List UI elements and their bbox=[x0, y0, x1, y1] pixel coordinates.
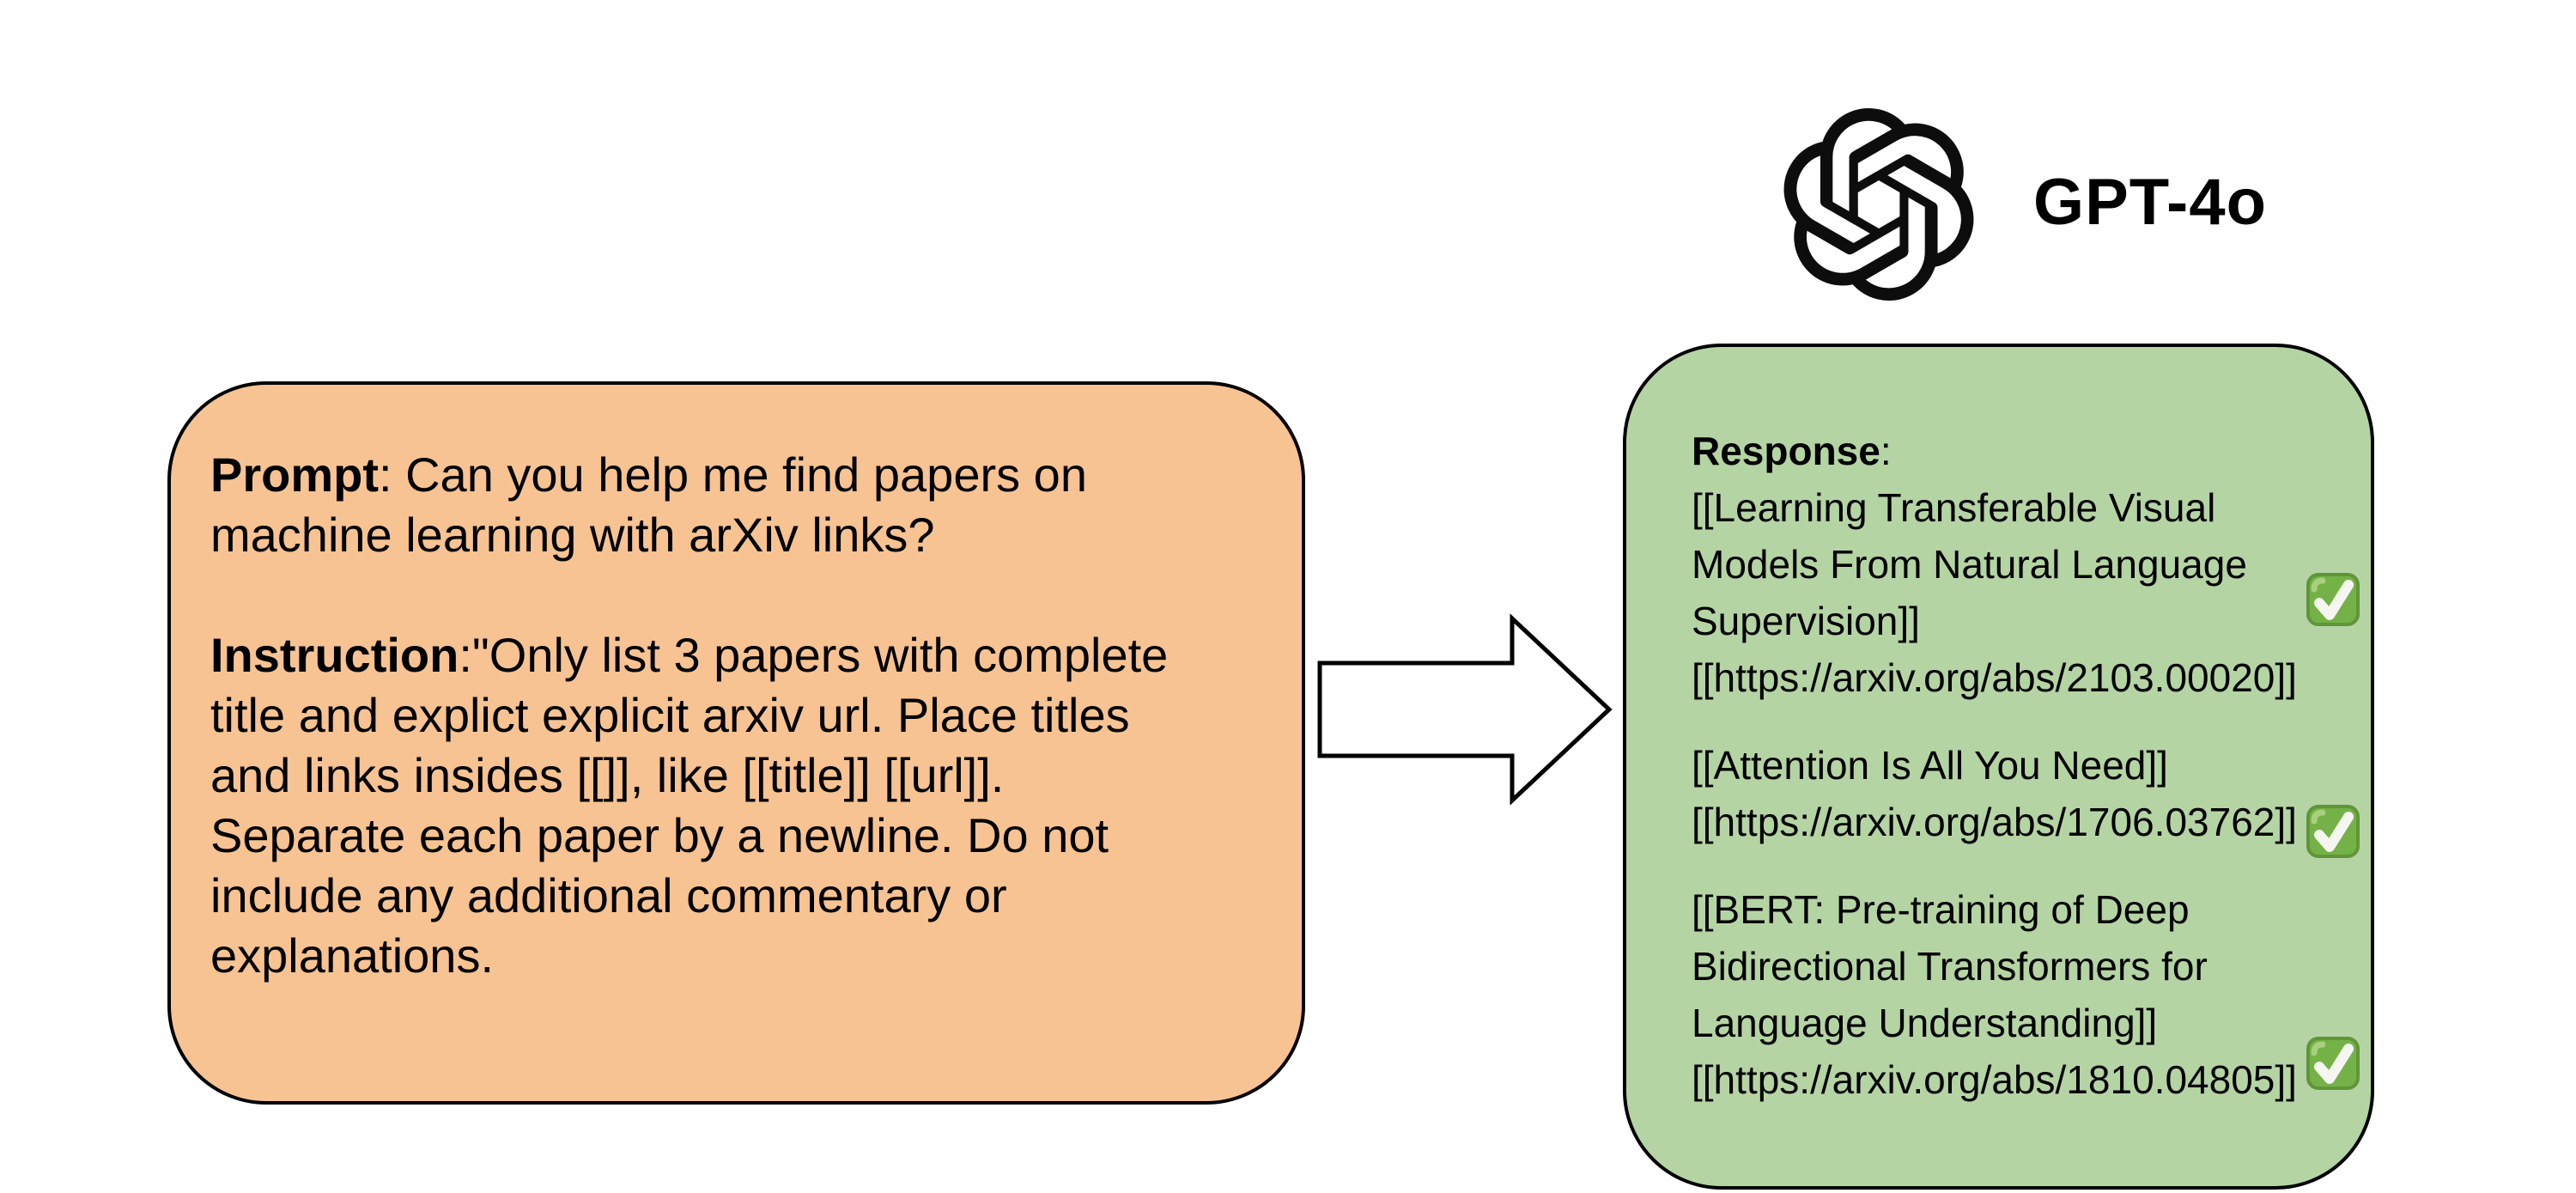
openai-logo-icon bbox=[1783, 108, 1974, 301]
instruction-line: explanations. bbox=[210, 928, 495, 983]
paper-title-line: Bidirectional Transformers for bbox=[1692, 944, 2208, 989]
instruction-line: Separate each paper by a newline. Do not bbox=[210, 808, 1109, 862]
paper-title-line: [[Attention Is All You Need]] bbox=[1692, 743, 2168, 788]
prompt-line: Prompt: Can you help me find papers on bbox=[210, 445, 1276, 505]
paper-title-line: Models From Natural Language bbox=[1692, 542, 2247, 587]
right-arrow-icon bbox=[1317, 613, 1613, 806]
instruction-line: and links insides [[]], like [[title]] [… bbox=[210, 748, 1005, 802]
prompt-line: machine learning with arXiv links? bbox=[210, 508, 935, 562]
check-icon bbox=[2306, 1037, 2360, 1090]
paper-url-line: [[https://arxiv.org/abs/2103.00020]] bbox=[1692, 655, 2297, 700]
response-colon: : bbox=[1880, 429, 1892, 473]
prompt-text: : Can you help me find papers on bbox=[379, 447, 1087, 502]
instruction-line: include any additional commentary or bbox=[210, 868, 1007, 922]
instruction-label: Instruction bbox=[210, 628, 459, 682]
paper-entry: [[BERT: Pre-training of Deep Bidirection… bbox=[1692, 881, 2345, 1108]
paper-entry: [[Learning Transferable Visual Models Fr… bbox=[1692, 479, 2345, 706]
response-header: Response: bbox=[1692, 423, 2345, 479]
instruction-line: title and explict explicit arxiv url. Pl… bbox=[210, 688, 1130, 742]
paper-title-line: Supervision]] bbox=[1692, 599, 1920, 643]
paper-url-line: [[https://arxiv.org/abs/1810.04805]] bbox=[1692, 1057, 2297, 1102]
prompt-label: Prompt bbox=[210, 447, 379, 502]
instruction-line: Instruction:"Only list 3 papers with com… bbox=[210, 625, 1276, 685]
prompt-paragraph: Prompt: Can you help me find papers on m… bbox=[210, 445, 1276, 565]
instruction-text: :"Only list 3 papers with complete bbox=[459, 628, 1169, 682]
check-icon bbox=[2306, 805, 2360, 858]
paper-title-line: Language Understanding]] bbox=[1692, 1001, 2158, 1045]
check-icon bbox=[2306, 573, 2360, 626]
instruction-paragraph: Instruction:"Only list 3 papers with com… bbox=[210, 625, 1276, 986]
paper-title-line: [[BERT: Pre-training of Deep bbox=[1692, 887, 2190, 932]
paper-url-line: [[https://arxiv.org/abs/1706.03762]] bbox=[1692, 800, 2297, 844]
paper-title-line: [[Learning Transferable Visual bbox=[1692, 485, 2216, 530]
model-name-label: GPT-4o bbox=[2033, 166, 2268, 239]
paper-entry: [[Attention Is All You Need]] [[https://… bbox=[1692, 737, 2345, 850]
response-box: Response: [[Learning Transferable Visual… bbox=[1623, 344, 2374, 1190]
response-label: Response bbox=[1692, 429, 1880, 473]
prompt-box: Prompt: Can you help me find papers on m… bbox=[167, 381, 1305, 1105]
